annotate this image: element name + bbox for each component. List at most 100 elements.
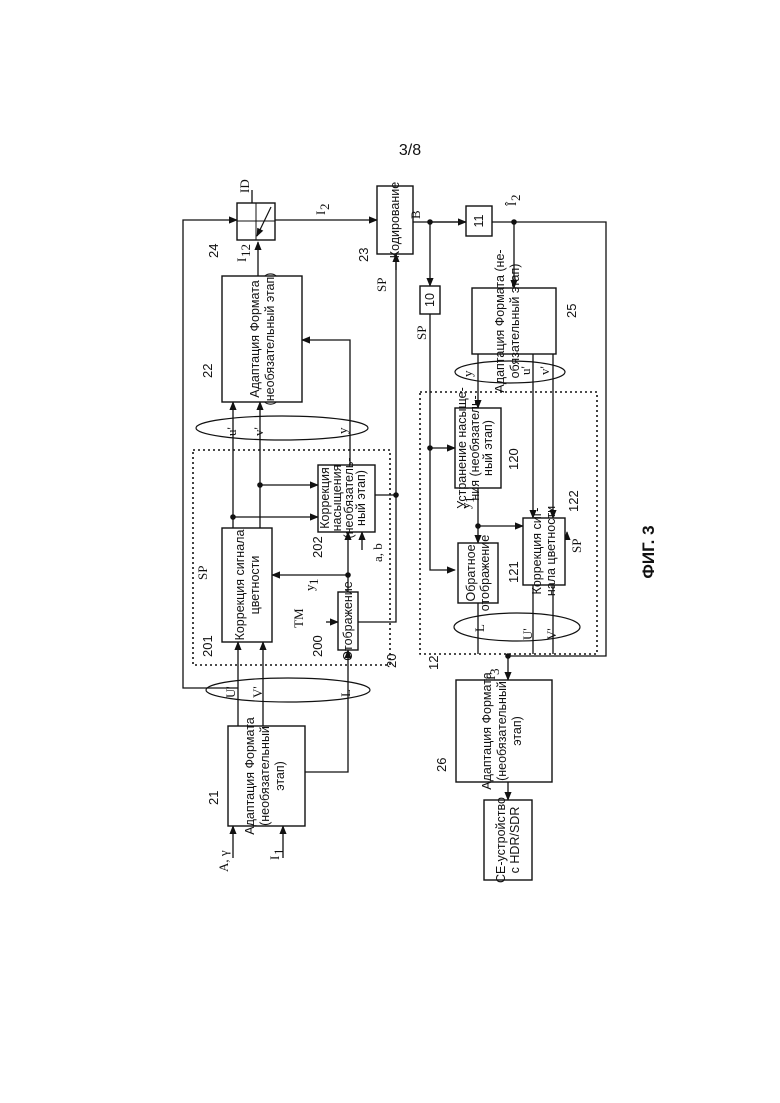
block-26-number: 26 <box>434 758 449 772</box>
figure-caption: ФИГ. 3 <box>639 525 658 578</box>
block-201-line2: цветности <box>248 556 262 615</box>
junction-dot <box>427 445 433 451</box>
format-adaptation-block-22: Адаптация Формата (необязательный этап) <box>222 273 302 406</box>
ce-device-line1: CE-устройство <box>494 797 508 883</box>
signal-label-i12: I <box>234 258 249 262</box>
signal-label-i12-sub: 12 <box>238 244 253 257</box>
signal-label-y: y <box>335 427 350 434</box>
signal-label-i1: I <box>267 856 282 860</box>
signal-label-i3-sub: 3 <box>487 669 502 676</box>
block-26-line1: Адаптация Формата <box>480 672 494 790</box>
junction-dot <box>505 653 511 659</box>
signal-label-v-prime: V' <box>250 686 265 698</box>
block-25-line2: обязательный этап) <box>508 264 522 379</box>
signal-label-l: L <box>338 689 353 697</box>
signal-label-i2: I <box>313 211 328 215</box>
block-121-line1: Обратное <box>464 544 478 601</box>
block-200-line1: Отображение <box>341 581 355 661</box>
block-200-number: 200 <box>310 635 325 657</box>
decoder-block-10: 10 <box>420 286 440 314</box>
block-120-line3: ный этап) <box>481 420 495 476</box>
block-26-line3: этап) <box>510 716 524 746</box>
block-120-line1: Устранение насыще- <box>455 387 469 509</box>
wire-21-200-l <box>305 650 348 772</box>
signal-label-y-dec: y <box>460 370 475 377</box>
block-10-label: 10 <box>423 293 437 307</box>
junction-dot <box>427 219 433 225</box>
signal-label-y1-sub: 1 <box>306 579 321 586</box>
signal-label-id: ID <box>237 179 252 193</box>
signal-label-agamma: A, γ <box>216 850 231 872</box>
group-20-number: 20 <box>384 654 399 668</box>
decoder-block-11: 11 <box>466 206 492 236</box>
block-22-line2: (необязательный этап) <box>263 273 277 406</box>
block-22-number: 22 <box>200 364 215 378</box>
mapping-block-200: Отображение <box>338 581 358 661</box>
block-121-line2: отображение <box>478 535 492 611</box>
wire-10-sp <box>430 314 455 570</box>
block-122-line2: нала цветности <box>544 506 558 596</box>
block-120-number: 120 <box>506 448 521 470</box>
signal-label-i2-sub: 2 <box>317 204 332 211</box>
block-21-line1: Адаптация Формата <box>243 717 257 835</box>
signal-label-v-small: v' <box>251 427 266 436</box>
block-26-line2: (необязательный <box>495 681 509 781</box>
block-24-number: 24 <box>206 244 221 258</box>
junction-dot <box>257 482 263 488</box>
signal-label-u-small-dec: u' <box>518 366 533 375</box>
block-120-line2: ния (необязатель- <box>468 395 482 500</box>
block-201-line1: Коррекция сигнала <box>233 530 247 641</box>
junction-dot <box>475 523 481 529</box>
group-12-number: 12 <box>426 656 441 670</box>
signal-label-v-prime-dec: V' <box>544 628 559 640</box>
ce-device-line2: с HDR/SDR <box>508 807 522 874</box>
block-122-number: 122 <box>566 490 581 512</box>
desaturation-block-120: Устранение насыще- ния (необязатель- ный… <box>455 387 501 509</box>
signal-label-sp-122: SP <box>569 539 584 553</box>
block-22-line1: Адаптация Формата <box>248 280 262 398</box>
signal-label-tm: TM <box>291 608 306 628</box>
wire-202-22-y <box>302 340 350 465</box>
saturation-correction-block-202: Коррекция насыщения (необязатель- ный эт… <box>318 457 375 538</box>
chroma-correction-block-201: Коррекция сигнала цветности <box>222 528 272 642</box>
block-122-line1: Коррекция сиг- <box>530 508 544 595</box>
block-21-line3: этап) <box>273 761 287 791</box>
signal-label-i1-sub: 1 <box>271 849 286 856</box>
signal-label-l-dec: L <box>472 624 487 632</box>
chroma-correction-block-122: Коррекция сиг- нала цветности <box>523 506 565 596</box>
block-121-number: 121 <box>506 561 521 583</box>
block-25-number: 25 <box>564 304 579 318</box>
format-adaptation-block-26: Адаптация Формата (необязательный этап) <box>456 672 552 790</box>
signal-label-y1-dec-sub: 1 <box>462 497 477 504</box>
junction-dot <box>393 492 399 498</box>
junction-dot <box>511 219 517 225</box>
signal-label-i3: I <box>483 676 498 680</box>
signal-label-u-prime-dec: U' <box>520 628 535 640</box>
block-11-label: 11 <box>472 214 486 227</box>
signal-label-i2hat-sub: 2 <box>508 195 523 202</box>
block-21-line2: (необязательный <box>258 726 272 826</box>
block-21-number: 21 <box>206 791 221 805</box>
block-23-number: 23 <box>356 248 371 262</box>
block-202-line4: ный этап) <box>354 470 368 526</box>
signal-label-sp-encoder: SP <box>195 566 210 580</box>
signal-label-u-prime: U' <box>223 686 238 698</box>
signal-label-sp-decoder: SP <box>414 326 429 340</box>
signal-label-sp-encoder-in: SP <box>374 278 389 292</box>
junction-dot <box>230 514 236 520</box>
wire-200-23 <box>358 252 396 622</box>
signal-label-u-small: u' <box>224 427 239 436</box>
ce-device-block: CE-устройство с HDR/SDR <box>484 797 532 883</box>
junction-dot <box>345 572 351 578</box>
block-23-line1: Кодирование <box>388 182 402 258</box>
block-202-number: 202 <box>310 536 325 558</box>
inverse-mapping-block-121: Обратное отображение <box>458 535 498 611</box>
group-12-boundary <box>420 392 597 654</box>
format-adaptation-block-21: Адаптация Формата (необязательный этап) <box>228 717 305 835</box>
switch-block-24 <box>237 203 275 240</box>
block-25-line1: Адаптация Формата (не- <box>493 249 507 392</box>
block-201-number: 201 <box>200 635 215 657</box>
signal-label-b: B <box>408 210 423 219</box>
signal-label-ab: a, b <box>370 543 385 562</box>
